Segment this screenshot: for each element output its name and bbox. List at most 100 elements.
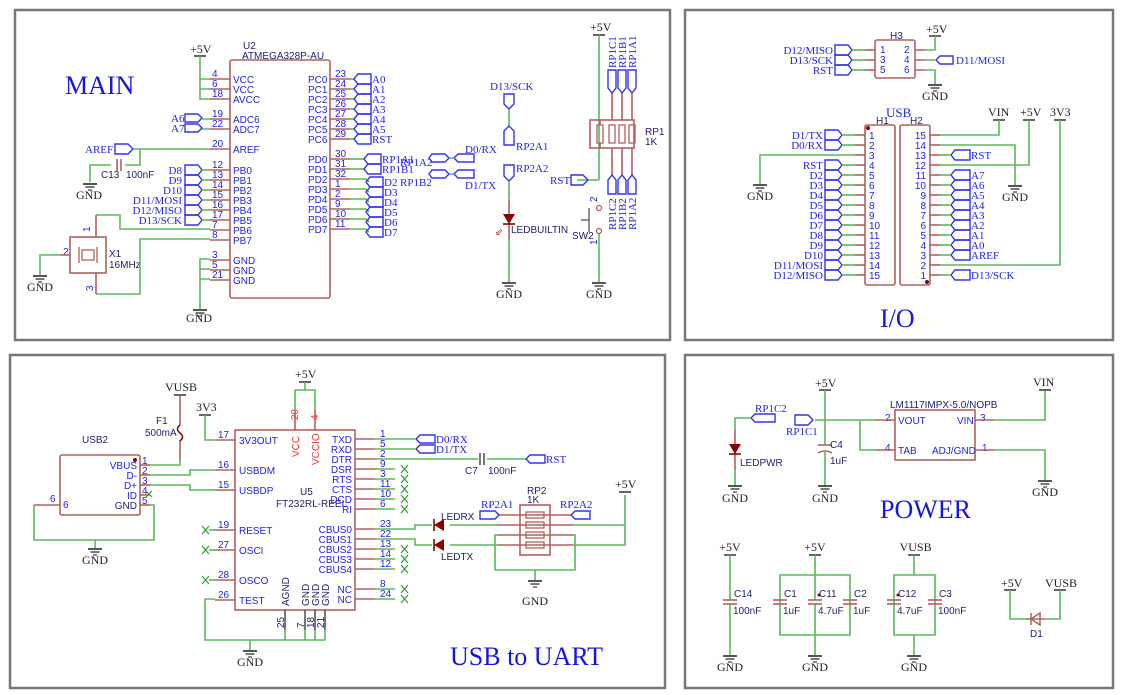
svg-text:2: 2 bbox=[589, 196, 600, 202]
net-label bbox=[824, 209, 843, 221]
capacitor-ref: C12 bbox=[898, 589, 917, 600]
power-5v-label: +5V bbox=[615, 477, 637, 491]
svg-text:6: 6 bbox=[904, 65, 910, 76]
u5-pin-number: 10 bbox=[380, 489, 392, 500]
section-title-usb-uart: USB to UART bbox=[450, 642, 603, 671]
crystal-x1: X1 16MHz 1 2 3 bbox=[63, 226, 141, 291]
net-label bbox=[353, 123, 372, 135]
net-label-rp1b2: RP1B2 bbox=[400, 169, 450, 189]
u5-pin-name: NC bbox=[338, 585, 352, 596]
u5-pin-name: USBDP bbox=[239, 486, 274, 497]
u2-ref: U2 bbox=[243, 41, 256, 52]
net-label bbox=[950, 249, 971, 261]
power-5v-label: +5V bbox=[815, 376, 837, 390]
svg-text:RP1A2: RP1A2 bbox=[400, 157, 432, 169]
u5-pin-number: 27 bbox=[218, 540, 230, 551]
svg-text:1: 1 bbox=[880, 45, 886, 56]
net-label bbox=[834, 64, 853, 76]
no-connect-icon bbox=[201, 575, 215, 585]
net-label bbox=[607, 173, 617, 195]
svg-text:TAB: TAB bbox=[898, 446, 917, 457]
u2-pin-number: 8 bbox=[212, 230, 218, 241]
svg-text:6: 6 bbox=[63, 500, 69, 511]
svg-text:RST: RST bbox=[546, 454, 566, 466]
ledtx-ref: LEDTX bbox=[441, 552, 474, 563]
rp1-value: 1K bbox=[645, 137, 658, 148]
net-label-text: RST bbox=[372, 134, 392, 146]
u2-pin-name: PC4 bbox=[308, 115, 328, 126]
panel-main bbox=[13, 8, 672, 342]
u5-pin-number: 3 bbox=[380, 469, 386, 480]
u5-pin-number: 5 bbox=[380, 439, 386, 450]
u5-pin-name: DCD bbox=[330, 495, 352, 506]
h1-pin-number: 10 bbox=[869, 221, 881, 232]
net-label bbox=[607, 69, 617, 95]
u2-pin-number: 1 bbox=[335, 179, 341, 190]
capacitor-ref: C11 bbox=[819, 589, 837, 600]
net-label bbox=[834, 44, 853, 56]
c4-value: 1uF bbox=[830, 456, 847, 467]
u2-pin-name: PB1 bbox=[233, 176, 252, 187]
u2-pin-number: 3 bbox=[212, 250, 218, 261]
svg-text:4: 4 bbox=[904, 55, 910, 66]
u2-pin-name: PC6 bbox=[308, 135, 328, 146]
net-label-text: D13/SCK bbox=[971, 270, 1014, 282]
u2-pin-number: 29 bbox=[335, 129, 347, 140]
svg-text:RP2A2: RP2A2 bbox=[560, 499, 592, 511]
svg-text:3: 3 bbox=[142, 476, 148, 487]
svg-text:U5: U5 bbox=[300, 487, 313, 498]
u2-pin-name: VCC bbox=[233, 75, 254, 86]
svg-text:D11/MOSI: D11/MOSI bbox=[956, 55, 1005, 67]
net-label bbox=[363, 153, 382, 165]
fuse-f1 bbox=[176, 424, 184, 442]
net-label bbox=[365, 226, 384, 238]
svg-text:VOUT: VOUT bbox=[898, 416, 926, 427]
net-label bbox=[950, 269, 971, 281]
net-label-text: A3 bbox=[372, 104, 386, 116]
gnd-label: GND bbox=[186, 311, 212, 325]
svg-text:H3: H3 bbox=[890, 31, 903, 42]
net-label bbox=[353, 113, 372, 125]
svg-text:A6: A6 bbox=[171, 113, 185, 125]
u5-pin-name: RESET bbox=[239, 526, 272, 537]
h2-pin-number: 3 bbox=[920, 251, 926, 262]
u2-pin-number: 24 bbox=[335, 79, 347, 90]
vin-label: VIN bbox=[988, 105, 1010, 119]
u2-pin-name: GND bbox=[233, 266, 255, 277]
no-connect-icon bbox=[400, 584, 409, 594]
svg-text:20: 20 bbox=[290, 408, 301, 420]
power-label: VUSB bbox=[900, 540, 932, 554]
h2-pin-number: 7 bbox=[920, 211, 926, 222]
capacitor-value: 4.7uF bbox=[897, 606, 923, 617]
led-builtin-ref: LEDBUILTIN bbox=[511, 225, 568, 236]
net-label-text: A0 bbox=[971, 240, 985, 252]
u2-pin-name: PB0 bbox=[233, 166, 252, 177]
h1-pin-number: 2 bbox=[869, 141, 875, 152]
net-label bbox=[824, 199, 843, 211]
power-5v-label: +5V bbox=[1001, 576, 1023, 590]
diode-d1 bbox=[1029, 611, 1041, 627]
net-label bbox=[950, 239, 971, 251]
u2-pin-name: PC3 bbox=[308, 105, 328, 116]
power-5v-label: +5V bbox=[295, 367, 317, 381]
net-label bbox=[824, 139, 843, 151]
section-title-io: I/O bbox=[880, 304, 915, 333]
net-label-text: A4 bbox=[372, 114, 386, 126]
u5-pin-name: CBUS1 bbox=[319, 535, 353, 546]
u2-left-pins: 4VCC6VCC18AVCC19ADC622ADC720AREF12PB013P… bbox=[210, 69, 260, 287]
u2-pin-name: PB2 bbox=[233, 186, 252, 197]
svg-text:X1: X1 bbox=[109, 249, 122, 260]
c7-ref: C7 bbox=[465, 466, 478, 477]
u2-pin-name: PB6 bbox=[233, 226, 252, 237]
rp1-body bbox=[589, 119, 635, 149]
no-connect-icon bbox=[400, 484, 409, 494]
net-label bbox=[353, 103, 372, 115]
u5-pin-name: 3V3OUT bbox=[239, 436, 278, 447]
net-label-a7: A7 bbox=[171, 123, 203, 135]
net-label bbox=[824, 249, 843, 261]
svg-text:VCC: VCC bbox=[291, 436, 302, 457]
net-label-text: A1 bbox=[971, 230, 984, 242]
u5-pin-number: 23 bbox=[380, 519, 392, 530]
net-label-text: D12/MISO bbox=[773, 270, 823, 282]
